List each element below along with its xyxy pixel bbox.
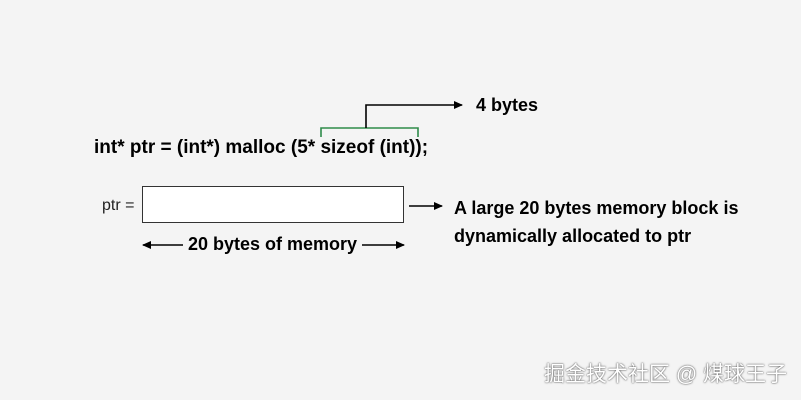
malloc-code-line: int* ptr = (int*) malloc (5* sizeof (int… <box>94 137 429 158</box>
bytes-arrow <box>365 101 463 128</box>
description-line-2: dynamically allocated to ptr <box>454 226 692 246</box>
watermark: 掘金技术社区 @ 煤球王子 <box>544 363 787 386</box>
sizeof-bracket <box>320 127 419 137</box>
pointer-label: ptr = <box>102 197 135 214</box>
memory-size-label: 20 bytes of memory <box>188 234 358 254</box>
memory-block <box>142 186 404 223</box>
int-size-annotation: 4 bytes <box>476 95 539 115</box>
description-line-1: A large 20 bytes memory block is <box>454 198 739 218</box>
allocation-description: A large 20 bytes memory block is dynamic… <box>454 194 738 250</box>
